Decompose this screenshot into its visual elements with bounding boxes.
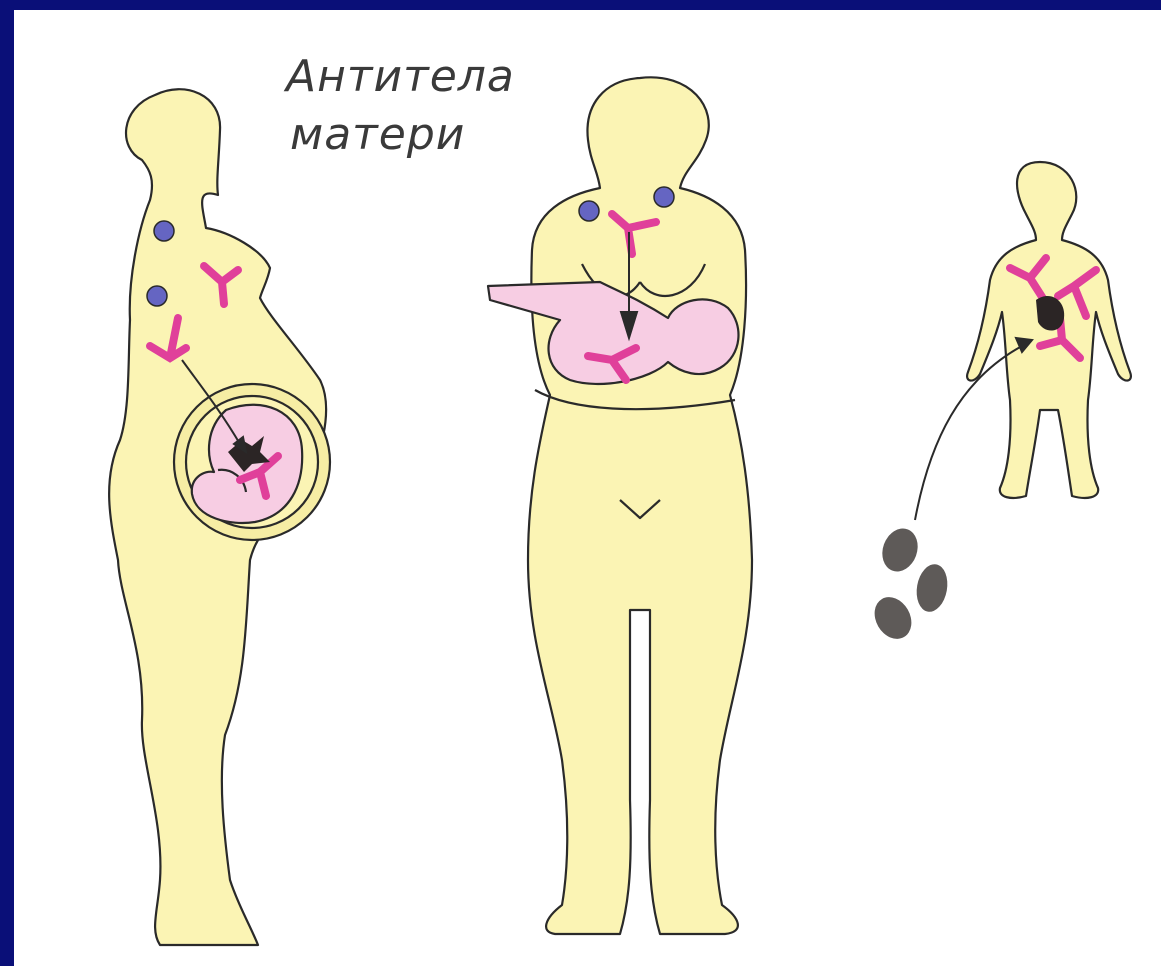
breastfeeding-woman-body bbox=[528, 77, 752, 934]
slide-canvas: Антитела матери bbox=[14, 10, 1161, 966]
pathogen-stone-icon bbox=[877, 524, 924, 577]
mother-cell bbox=[147, 286, 167, 306]
mother-cell bbox=[654, 187, 674, 207]
pathogen-stone-icon bbox=[913, 562, 951, 614]
mother-cell bbox=[154, 221, 174, 241]
caption-maternal-antibodies: Антитела матери bbox=[286, 48, 515, 164]
caption-line-1: Антитела bbox=[286, 48, 515, 106]
caption-line-2: матери bbox=[286, 106, 515, 164]
pathogen-stone-icon bbox=[867, 590, 918, 645]
mother-cell bbox=[579, 201, 599, 221]
breastfeeding-woman-figure bbox=[488, 77, 752, 934]
pregnant-woman-figure bbox=[109, 89, 330, 945]
illustration bbox=[14, 10, 1161, 966]
